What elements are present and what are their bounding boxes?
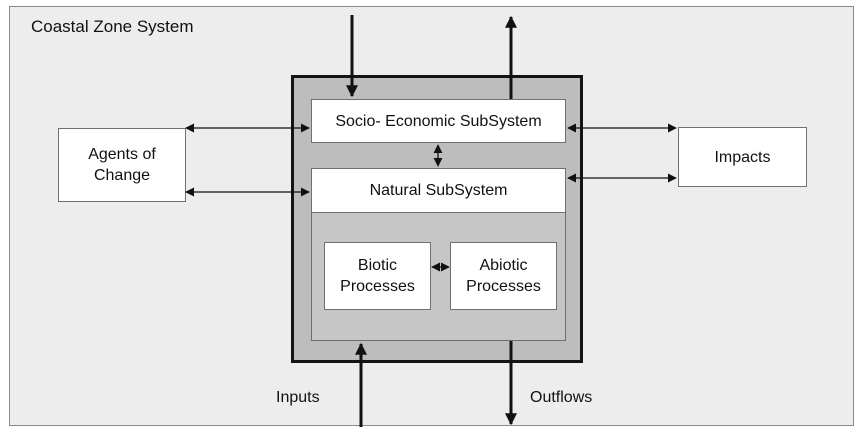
inputs-label: Inputs — [276, 389, 320, 406]
outflows-label: Outflows — [530, 389, 593, 406]
socio-economic-label: Socio- Economic SubSystem — [335, 112, 542, 130]
agents-label-line-2: Change — [93, 167, 151, 184]
natural-subsystem-label: Natural SubSystem — [369, 182, 508, 199]
natural-subsystem-box: Natural SubSystem — [311, 168, 566, 213]
biotic-label-line-1: Biotic — [357, 257, 398, 274]
biotic-label-line-2: Processes — [340, 278, 415, 295]
biotic-processes-box: Biotic Processes — [324, 242, 431, 310]
abiotic-label-line-2: Processes — [466, 278, 541, 295]
impacts-box: Impacts — [678, 127, 807, 187]
socio-economic-subsystem-box: Socio- Economic SubSystem — [311, 99, 566, 143]
abiotic-label-line-1: Abiotic — [479, 257, 528, 274]
impacts-label: Impacts — [714, 148, 771, 166]
system-title: Coastal Zone System — [31, 17, 194, 36]
agents-of-change-box: Agents of Change — [58, 128, 186, 202]
abiotic-processes-box: Abiotic Processes — [450, 242, 557, 310]
agents-label-line-1: Agents of — [88, 146, 156, 163]
